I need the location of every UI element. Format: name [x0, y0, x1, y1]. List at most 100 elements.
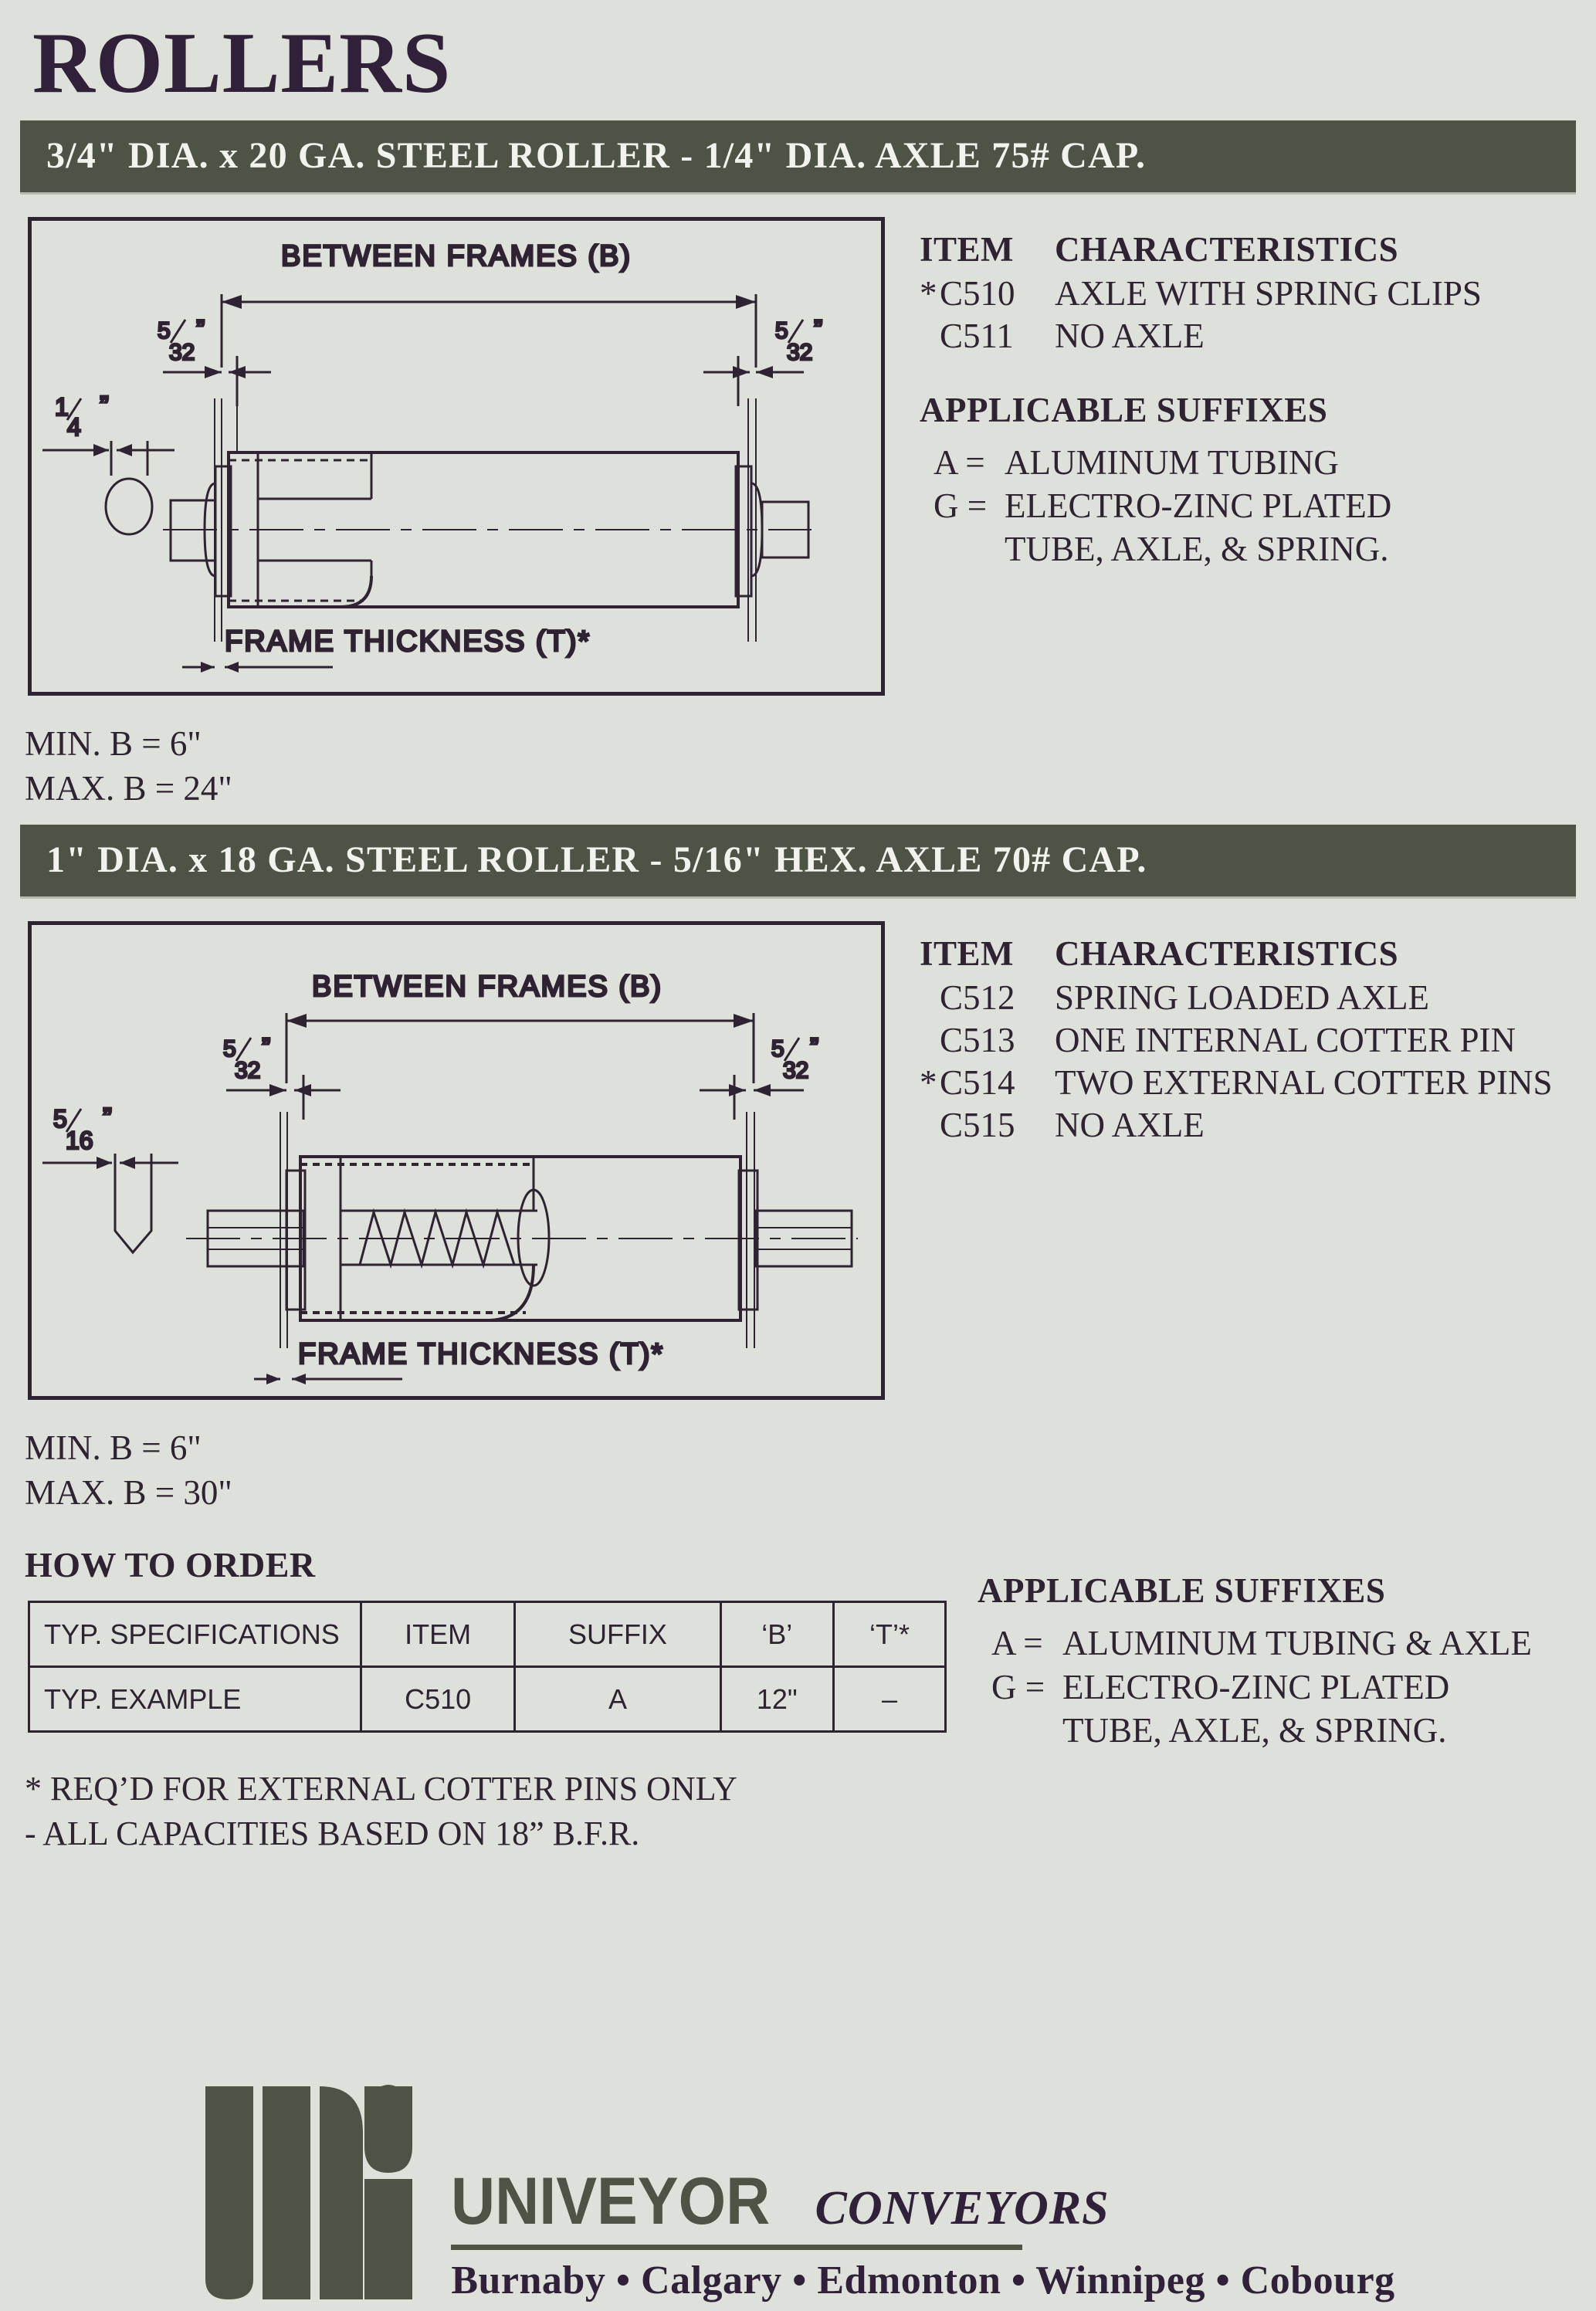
diagram2-left-inch-mark: ” [262, 1033, 270, 1062]
table-row: C515 NO AXLE [920, 1104, 1576, 1147]
suffix-value: ELECTRO-ZINC PLATED [1062, 1667, 1450, 1706]
diagram1-right-inch-mark: ” [814, 315, 822, 344]
item-code-cell: *C510 [920, 273, 1055, 315]
section-2-max-b: MAX. B = 30" [25, 1472, 232, 1512]
diagram1-left-frac-num: 5 [158, 318, 171, 344]
item-star-marker: * [920, 274, 937, 313]
cell-example-b: 12" [719, 1665, 835, 1733]
footnote-2: - ALL CAPACITIES BASED ON 18” B.F.R. [25, 1814, 640, 1852]
section-1-header-bar: 3/4" DIA. x 20 GA. STEEL ROLLER - 1/4" D… [20, 120, 1576, 192]
diagram1-axle-inch-mark: ” [100, 390, 109, 422]
item-desc: NO AXLE [1055, 1105, 1205, 1144]
brand-block: UNIVEYOR CONVEYORS Burnaby • Calgary • E… [451, 2164, 1394, 2308]
how-to-order-section: HOW TO ORDER TYP. SPECIFICATIONS ITEM SU… [20, 1544, 1576, 1855]
diagram2-bottom-label: FRAME THICKNESS (T)* [298, 1338, 664, 1371]
diagram1-right-frac-num: 5 [775, 318, 788, 344]
order-suffixes-title: APPLICABLE SUFFIXES [978, 1571, 1386, 1611]
diagram2-right-frac-num: 5 [771, 1036, 784, 1062]
table-row: C513 ONE INTERNAL COTTER PIN [920, 1019, 1576, 1062]
table-header-row: TYP. SPECIFICATIONS ITEM SUFFIX ‘B’ ‘T’* [28, 1601, 947, 1669]
suffix-key: A = [934, 442, 985, 482]
table-row: C512 SPRING LOADED AXLE [920, 977, 1576, 1019]
diagram1-top-label: BETWEEN FRAMES (B) [281, 240, 632, 273]
univeyor-logo-svg [205, 2085, 413, 2299]
column-header-t: ‘T’* [832, 1601, 947, 1669]
item-desc: NO AXLE [1055, 316, 1205, 355]
item-code-cell: C511 [920, 315, 1055, 357]
diagram2-left-frac-num: 5 [223, 1036, 236, 1062]
section-1-minmax: MIN. B = 6" MAX. B = 24" [25, 722, 1576, 811]
section-1-suffixes-title: APPLICABLE SUFFIXES [920, 390, 1328, 429]
item-star-marker: * [920, 1062, 937, 1102]
diagram2-top-label: BETWEEN FRAMES (B) [312, 971, 662, 1003]
suffix-value: ELECTRO-ZINC PLATED [1005, 486, 1392, 526]
suffix-value: ALUMINUM TUBING [1005, 442, 1339, 482]
item-column-header: ITEM [920, 934, 1015, 974]
diagram1-right-frac-den: 32 [787, 340, 812, 365]
cell-example-suffix: A [513, 1665, 722, 1733]
section-1-item-header: ITEM CHARACTERISTICS [920, 229, 1576, 269]
item-desc: TWO EXTERNAL COTTER PINS [1055, 1062, 1553, 1102]
item-desc: SPRING LOADED AXLE [1055, 978, 1430, 1018]
section-2-specs: ITEM CHARACTERISTICS C512 SPRING LOADED … [885, 896, 1576, 1147]
diagram1-axle-frac-den: 4 [67, 413, 81, 441]
column-header-b: ‘B’ [719, 1601, 835, 1669]
how-to-order-left: HOW TO ORDER TYP. SPECIFICATIONS ITEM SU… [20, 1544, 970, 1855]
section-2-body: BETWEEN FRAMES (B) 5 32 ” [20, 896, 1576, 1401]
section-1-max-b: MAX. B = 24" [25, 768, 232, 808]
table-row: C511 NO AXLE [920, 315, 1576, 357]
order-suffixes-block: APPLICABLE SUFFIXES A = ALUMINUM TUBING … [970, 1544, 1576, 1752]
diagram2-axle-frac-den: 16 [66, 1127, 93, 1154]
diagram2-right-frac-den: 32 [783, 1058, 808, 1083]
item-code: C515 [940, 1105, 1015, 1144]
brand-subtitle: CONVEYORS [815, 2182, 1110, 2235]
suffix-row: A = ALUMINUM TUBING & AXLE [978, 1621, 1576, 1665]
brand-divider [451, 2245, 1023, 2250]
how-to-order-title: HOW TO ORDER [25, 1545, 316, 1585]
characteristics-column-header: CHARACTERISTICS [1055, 934, 1399, 974]
item-column-header: ITEM [920, 230, 1015, 269]
suffix-row: G = ELECTRO-ZINC PLATED [978, 1665, 1576, 1709]
brand-name: UNIVEYOR [451, 2164, 771, 2238]
page-footer: UNIVEYOR CONVEYORS Burnaby • Calgary • E… [0, 2056, 1596, 2311]
table-row: TYP. EXAMPLE C510 A 12" – [28, 1665, 947, 1733]
item-code-cell: C515 [920, 1104, 1055, 1147]
footnote-1: * REQ’D FOR EXTERNAL COTTER PINS ONLY [25, 1770, 737, 1808]
item-code: C510 [940, 274, 1015, 313]
section-2-min-b: MIN. B = 6" [25, 1428, 202, 1468]
item-code: C511 [940, 316, 1014, 355]
item-code: C512 [940, 978, 1015, 1018]
cell-example-label: TYP. EXAMPLE [28, 1665, 362, 1733]
diagram1-left-inch-mark: ” [196, 315, 205, 344]
diagram2-axle-inch-mark: ” [103, 1102, 112, 1133]
section-2-item-header: ITEM CHARACTERISTICS [920, 934, 1576, 974]
page-title: ROLLERS [32, 15, 452, 111]
item-desc: ONE INTERNAL COTTER PIN [1055, 1021, 1516, 1060]
suffix-value-continued: TUBE, AXLE, & SPRING. [1005, 530, 1389, 569]
characteristics-column-header: CHARACTERISTICS [1055, 230, 1399, 269]
suffix-key: G = [934, 486, 988, 526]
brand-row: UNIVEYOR CONVEYORS [451, 2164, 1394, 2240]
item-desc: AXLE WITH SPRING CLIPS [1055, 274, 1482, 313]
cell-example-t: – [832, 1665, 947, 1733]
item-code-cell: C512 [920, 977, 1055, 1019]
section-2-header-bar: 1" DIA. x 18 GA. STEEL ROLLER - 5/16" HE… [20, 825, 1576, 897]
section-1-body: BETWEEN FRAMES (B) 5 32 ” [20, 192, 1576, 696]
diagram2-axle-frac-num: 5 [53, 1105, 67, 1133]
section-1-specs: ITEM CHARACTERISTICS *C510 AXLE WITH SPR… [885, 192, 1576, 571]
suffix-row: G = ELECTRO-ZINC PLATED [920, 484, 1576, 527]
diagram2-right-inch-mark: ” [810, 1033, 818, 1062]
footnotes: * REQ’D FOR EXTERNAL COTTER PINS ONLY - … [25, 1767, 970, 1855]
univeyor-logo-icon [201, 2080, 432, 2308]
roller-diagram-1-svg: BETWEEN FRAMES (B) 5 32 ” [42, 239, 824, 673]
roller-diagram-1: BETWEEN FRAMES (B) 5 32 ” [28, 217, 885, 696]
diagram1-axle-frac-num: 1 [55, 393, 69, 421]
diagram2-left-frac-den: 32 [235, 1058, 260, 1083]
roller-diagram-2: BETWEEN FRAMES (B) 5 32 ” [28, 921, 885, 1401]
cell-example-item: C510 [359, 1665, 517, 1733]
diagram1-left-frac-den: 32 [169, 340, 195, 365]
column-header-item: ITEM [359, 1601, 517, 1669]
table-row: *C510 AXLE WITH SPRING CLIPS [920, 273, 1576, 315]
table-row: *C514 TWO EXTERNAL COTTER PINS [920, 1062, 1576, 1104]
